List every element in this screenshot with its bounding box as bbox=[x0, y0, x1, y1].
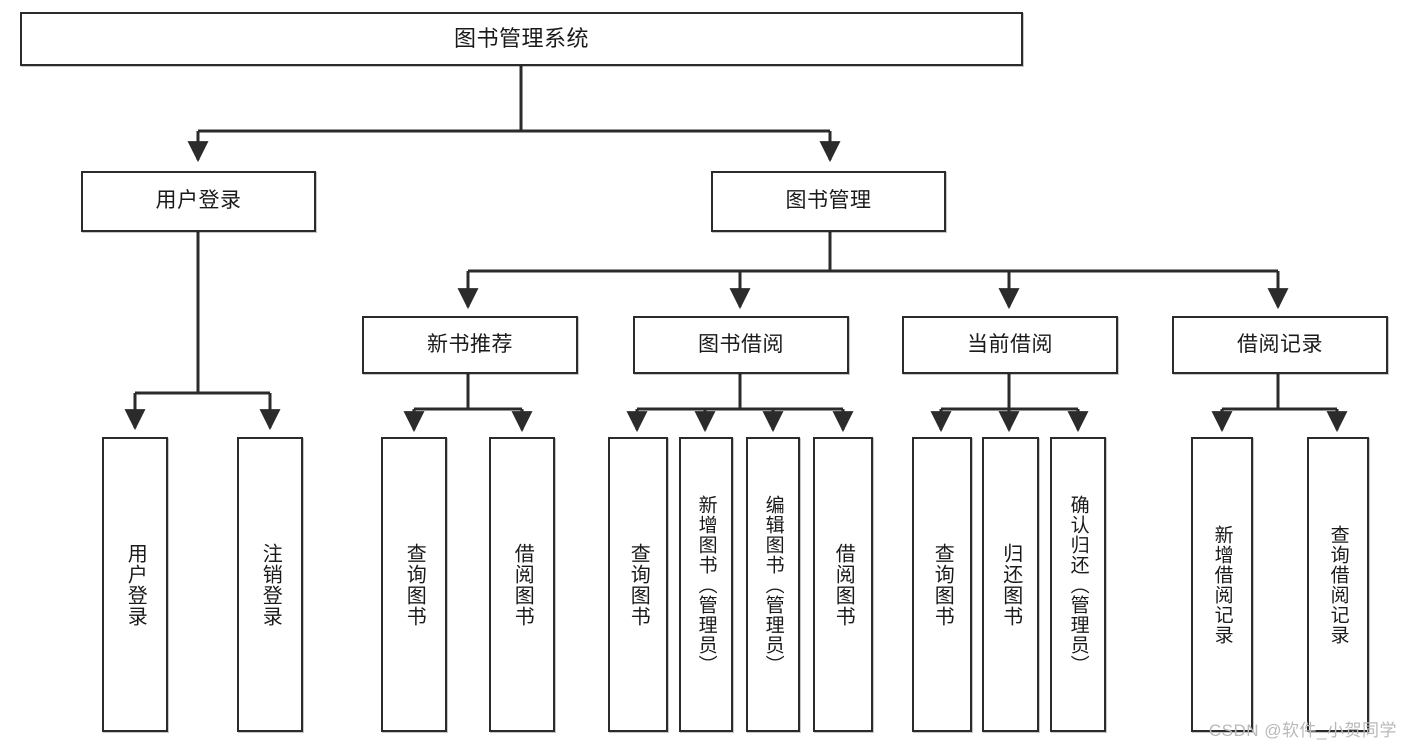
node-label: 查询图书 bbox=[931, 542, 954, 627]
node-current-borrow[interactable]: 当前借阅 bbox=[902, 316, 1118, 374]
node-label: 借阅记录 bbox=[1237, 332, 1323, 356]
leaf-user-logout[interactable]: 注销登录 bbox=[237, 437, 303, 732]
leaf-query-book-borrow[interactable]: 查询图书 bbox=[608, 437, 668, 732]
node-book-management[interactable]: 图书管理 bbox=[711, 171, 946, 232]
leaf-query-borrow-record[interactable]: 查询借阅记录 bbox=[1307, 437, 1369, 732]
node-label: 图书管理系统 bbox=[453, 26, 589, 52]
node-label: 新书推荐 bbox=[427, 332, 513, 356]
leaf-confirm-return-admin[interactable]: 确认归还（管理员） bbox=[1050, 437, 1106, 732]
leaf-add-borrow-record[interactable]: 新增借阅记录 bbox=[1191, 437, 1253, 732]
leaf-return-book[interactable]: 归还图书 bbox=[982, 437, 1039, 732]
node-borrow-record[interactable]: 借阅记录 bbox=[1172, 316, 1388, 374]
node-label: 图书管理 bbox=[785, 189, 872, 213]
node-label: 用户登录 bbox=[124, 542, 147, 627]
node-label: 新增图书（管理员） bbox=[695, 494, 717, 675]
node-label: 新增借阅记录 bbox=[1211, 524, 1233, 645]
leaf-borrow-book[interactable]: 借阅图书 bbox=[813, 437, 873, 732]
node-label: 编辑图书（管理员） bbox=[762, 494, 784, 675]
node-new-book-recommend[interactable]: 新书推荐 bbox=[362, 316, 578, 374]
leaf-edit-book-admin[interactable]: 编辑图书（管理员） bbox=[746, 437, 800, 732]
leaf-add-book-admin[interactable]: 新增图书（管理员） bbox=[679, 437, 733, 732]
leaf-query-book-current[interactable]: 查询图书 bbox=[912, 437, 972, 732]
node-label: 借阅图书 bbox=[832, 542, 855, 627]
node-label: 查询借阅记录 bbox=[1327, 524, 1349, 645]
node-book-borrow[interactable]: 图书借阅 bbox=[633, 316, 849, 374]
leaf-user-login[interactable]: 用户登录 bbox=[102, 437, 168, 732]
leaf-borrow-book-recommend[interactable]: 借阅图书 bbox=[489, 437, 555, 732]
node-user-login[interactable]: 用户登录 bbox=[81, 171, 316, 232]
node-label: 当前借阅 bbox=[967, 332, 1053, 356]
node-label: 归还图书 bbox=[999, 542, 1022, 627]
node-label: 确认归还（管理员） bbox=[1067, 494, 1089, 675]
node-label: 查询图书 bbox=[627, 542, 650, 627]
node-label: 用户登录 bbox=[155, 189, 242, 213]
leaf-query-book-recommend[interactable]: 查询图书 bbox=[381, 437, 447, 732]
node-label: 注销登录 bbox=[259, 542, 282, 627]
node-label: 图书借阅 bbox=[698, 332, 784, 356]
csdn-watermark: CSDN @软件_小贺同学 bbox=[1208, 721, 1397, 740]
node-label: 查询图书 bbox=[403, 542, 426, 627]
node-root-system[interactable]: 图书管理系统 bbox=[20, 12, 1023, 66]
node-label: 借阅图书 bbox=[511, 542, 534, 627]
